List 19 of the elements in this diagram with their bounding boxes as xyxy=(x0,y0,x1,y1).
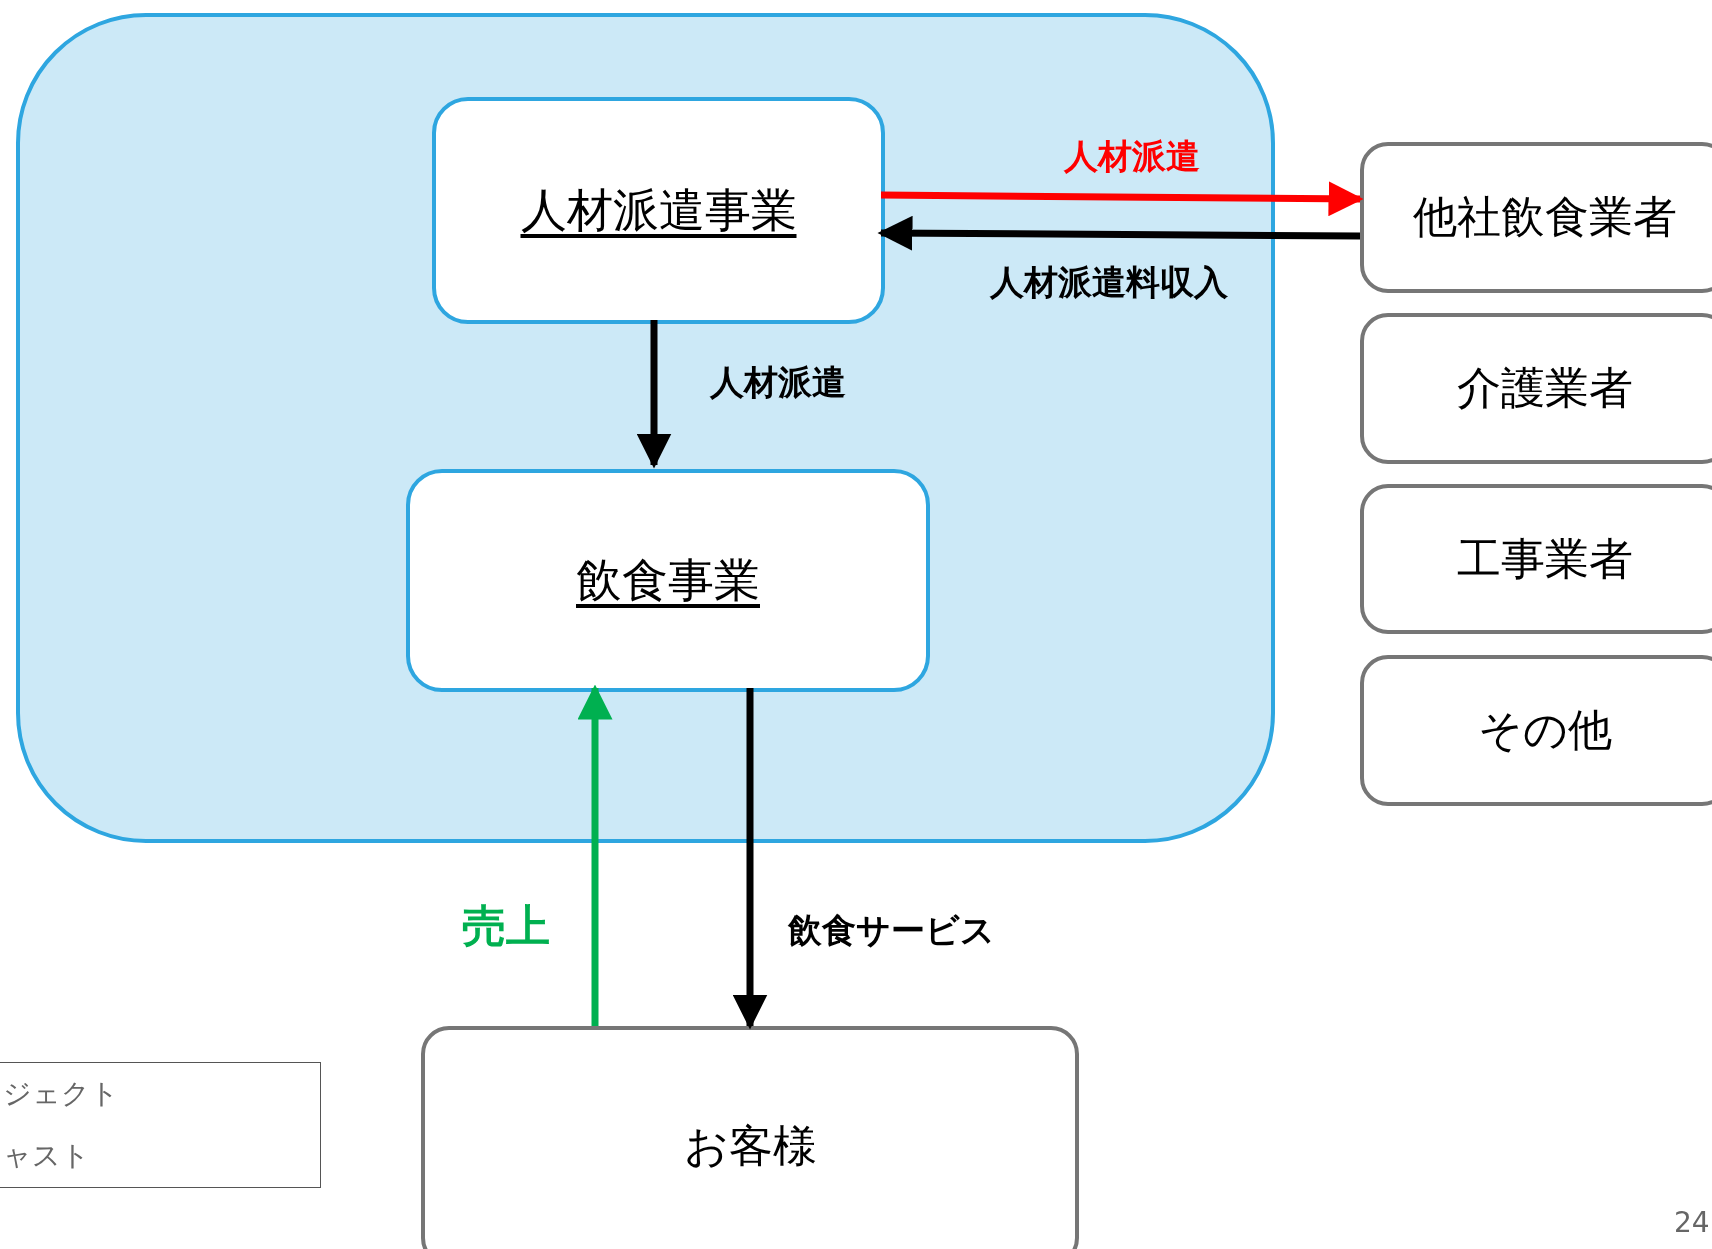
party-box: 工事業者 xyxy=(1360,484,1712,634)
party-box: お客様 xyxy=(421,1026,1079,1249)
edge-label: 売上 xyxy=(460,902,552,951)
business-box: 人材派遣事業 xyxy=(432,97,885,324)
party-box: 介護業者 xyxy=(1360,313,1712,464)
arrow xyxy=(577,684,613,1026)
edge-label: 人材派遣料収入 xyxy=(988,264,1230,302)
business-box: 飲食事業 xyxy=(406,469,930,692)
arrow xyxy=(880,181,1364,217)
party-box: その他 xyxy=(1360,655,1712,806)
group-panel xyxy=(16,13,1275,843)
arrow xyxy=(636,320,672,469)
party-box: 他社飲食業者 xyxy=(1360,142,1712,293)
arrow xyxy=(877,215,1361,251)
edge-label: 人材派遣 xyxy=(708,364,848,402)
page-number: 24 xyxy=(1673,1208,1711,1239)
note-box: ジェクト ャスト xyxy=(0,1062,321,1188)
edge-label: 人材派遣 xyxy=(1062,138,1202,176)
arrow xyxy=(732,688,768,1030)
